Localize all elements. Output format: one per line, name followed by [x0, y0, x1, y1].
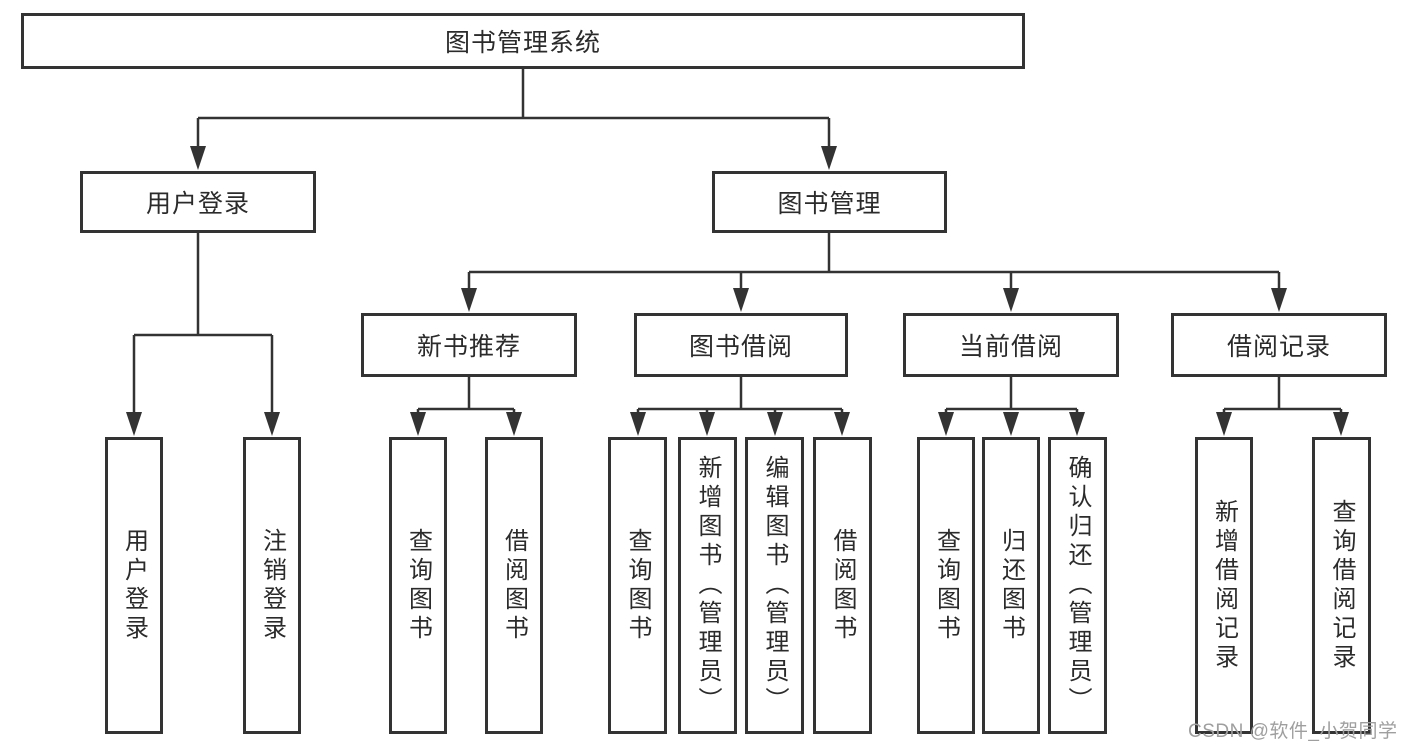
node-query-books-recommend: 查询图书 — [389, 437, 447, 734]
node-user-login: 用户登录 — [80, 171, 316, 233]
node-borrow-records: 借阅记录 — [1171, 313, 1387, 377]
node-confirm-return-admin: 确认归还（管理员） — [1048, 437, 1107, 734]
node-new-book-recommend: 新书推荐 — [361, 313, 577, 377]
node-query-borrow-record: 查询借阅记录 — [1312, 437, 1371, 734]
connector-book-borrow-children — [630, 377, 850, 436]
node-return-book: 归还图书 — [982, 437, 1040, 734]
node-query-books-borrow: 查询图书 — [608, 437, 667, 734]
node-edit-book-admin: 编辑图书（管理员） — [745, 437, 804, 734]
node-logout-leaf: 注销登录 — [243, 437, 301, 734]
node-book-borrow: 图书借阅 — [634, 313, 848, 377]
connector-user-login-children — [126, 233, 280, 436]
connector-current-borrow-children — [938, 377, 1085, 436]
connector-root-to-level2 — [190, 69, 837, 170]
node-library-system: 图书管理系统 — [21, 13, 1025, 69]
node-current-borrow: 当前借阅 — [903, 313, 1119, 377]
node-book-management: 图书管理 — [712, 171, 947, 233]
connector-book-management-to-level3 — [461, 233, 1287, 312]
node-borrow-books-recommend: 借阅图书 — [485, 437, 543, 734]
node-user-login-leaf: 用户登录 — [105, 437, 163, 734]
node-query-books-current: 查询图书 — [917, 437, 975, 734]
node-add-book-admin: 新增图书（管理员） — [678, 437, 737, 734]
connector-borrow-records-children — [1216, 377, 1349, 436]
connector-new-book-children — [410, 377, 522, 436]
node-borrow-books-leaf: 借阅图书 — [813, 437, 872, 734]
csdn-watermark: CSDN @软件_小贺同学 — [1188, 721, 1398, 742]
node-add-borrow-record: 新增借阅记录 — [1195, 437, 1253, 734]
